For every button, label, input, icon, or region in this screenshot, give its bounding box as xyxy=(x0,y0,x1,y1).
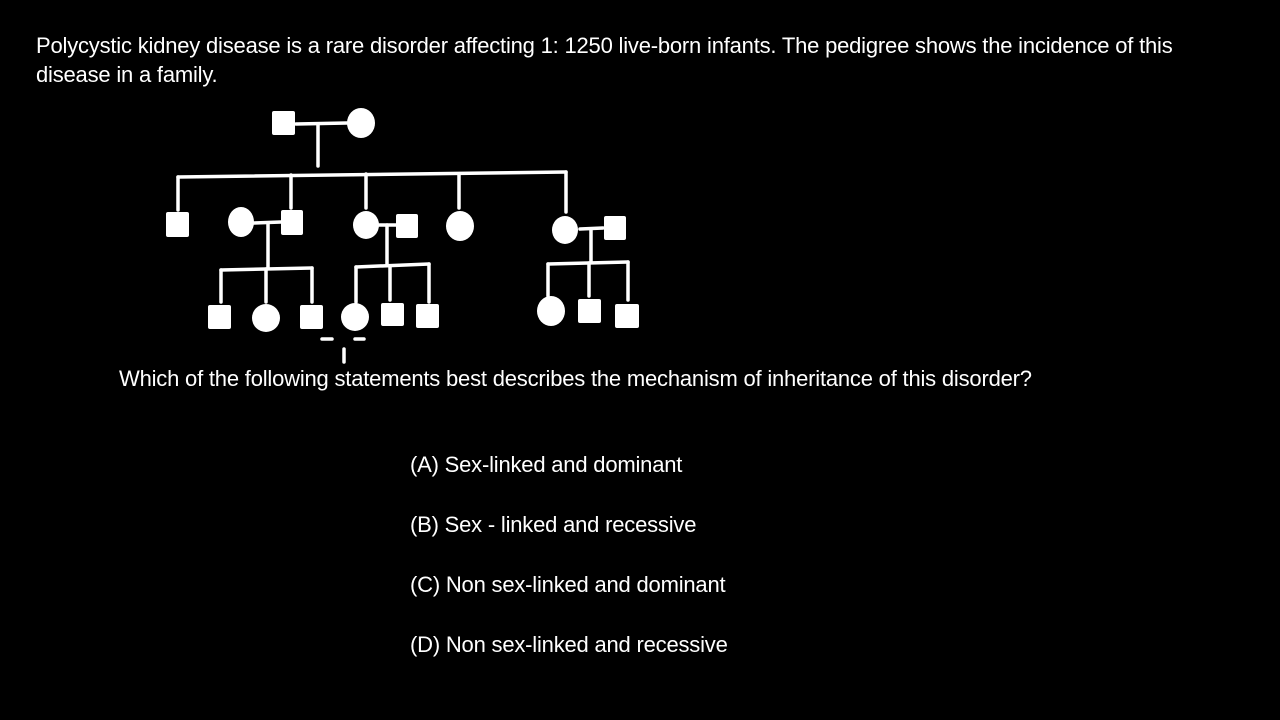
pedigree-male-symbol xyxy=(578,299,601,323)
pedigree-female-symbol xyxy=(537,296,565,326)
answer-options: (A) Sex-linked and dominant (B) Sex - li… xyxy=(410,450,728,690)
pedigree-female-symbol xyxy=(228,207,254,237)
pedigree-male-symbol xyxy=(396,214,418,238)
mating-line-gen1 xyxy=(294,121,349,126)
sibship-line-couple-2 xyxy=(354,262,431,269)
sibship-line-gen2 xyxy=(176,170,568,179)
pedigree-female-symbol xyxy=(252,304,280,332)
pedigree-male-symbol xyxy=(381,303,404,326)
pedigree-female-symbol xyxy=(552,216,578,244)
option-a[interactable]: (A) Sex-linked and dominant xyxy=(410,452,683,477)
option-c[interactable]: (C) Non sex-linked and dominant xyxy=(410,572,726,597)
pedigree-female-symbol xyxy=(446,211,474,241)
pedigree-male-symbol xyxy=(272,111,295,135)
intro-text: Polycystic kidney disease is a rare diso… xyxy=(36,33,1173,87)
pedigree-male-symbol xyxy=(615,304,639,328)
option-b[interactable]: (B) Sex - linked and recessive xyxy=(410,512,697,537)
pedigree-female-symbol xyxy=(353,211,379,239)
pedigree-female-symbol xyxy=(347,108,375,138)
pedigree-male-symbol xyxy=(281,210,303,235)
question-text: Which of the following statements best d… xyxy=(119,366,1032,391)
option-d[interactable]: (D) Non sex-linked and recessive xyxy=(410,632,728,657)
pedigree-male-symbol xyxy=(416,304,439,328)
pedigree-female-symbol xyxy=(341,303,369,331)
pedigree-male-symbol xyxy=(208,305,231,329)
pedigree-male-symbol xyxy=(300,305,323,329)
pedigree-male-symbol xyxy=(604,216,626,240)
pedigree-male-symbol xyxy=(166,212,189,237)
